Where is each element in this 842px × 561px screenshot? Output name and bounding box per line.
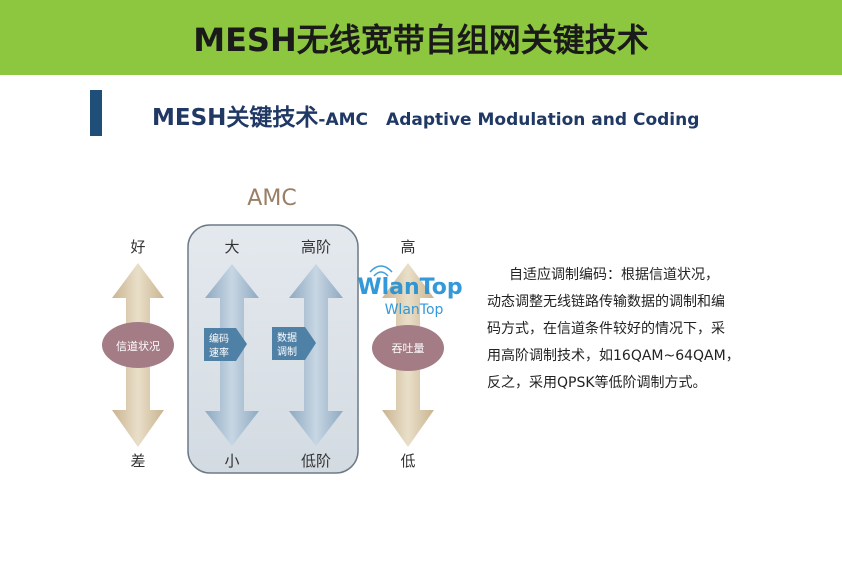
coding-rate-tag-line1: 编码 [209, 332, 229, 345]
coding-rate-tag [204, 328, 247, 361]
description-line: 码方式，在信道条件较好的情况下，采 [487, 321, 725, 337]
subtitle-suffix: -AMC [318, 110, 369, 130]
rate-axis-bottom-label: 小 [224, 452, 239, 470]
modulation-tag-line1: 数据 [277, 331, 297, 344]
watermark-text-secondary: WlanTop [385, 302, 444, 318]
title-banner: MESH无线宽带自组网关键技术 [0, 0, 842, 75]
amc-label: AMC [247, 186, 296, 211]
description-line: 用高阶调制技术，如16QAM~64QAM， [487, 348, 740, 364]
throughput-label: 吞吐量 [392, 342, 425, 355]
throughput-axis-top-label: 高 [400, 238, 415, 256]
description-line: 动态调整无线链路传输数据的调制和编 [487, 294, 725, 310]
modulation-tag [272, 327, 316, 360]
section-accent-bar [90, 90, 102, 136]
mod-axis-top-label: 高阶 [301, 238, 331, 256]
channel-status-oval [102, 322, 174, 368]
page-title: MESH无线宽带自组网关键技术 [193, 20, 649, 59]
section-subtitle: MESH关键技术 -AMC Adaptive Modulation and Co… [152, 98, 699, 136]
description-line: 反之，采用QPSK等低阶调制方式。 [487, 375, 707, 391]
subtitle-english: Adaptive Modulation and Coding [386, 110, 700, 130]
channel-axis-bottom-label: 差 [130, 452, 145, 470]
coding-rate-tag-line2: 速率 [209, 346, 229, 359]
subtitle-main: MESH关键技术 [152, 105, 319, 131]
description-line: 自适应调制编码：根据信道状况， [509, 267, 719, 283]
channel-status-label: 信道状况 [116, 339, 160, 353]
watermark-text-primary: WlanTop [357, 275, 462, 300]
throughput-axis-bottom-label: 低 [400, 452, 415, 470]
throughput-oval [372, 325, 444, 371]
mod-axis-bottom-label: 低阶 [301, 452, 331, 470]
modulation-order-arrow [289, 264, 343, 446]
amc-description: 自适应调制编码：根据信道状况， 动态调整无线链路传输数据的调制和编 码方式，在信… [487, 262, 745, 397]
channel-axis-top-label: 好 [130, 238, 145, 256]
rate-axis-top-label: 大 [224, 238, 239, 256]
watermark-signal-icon [369, 265, 393, 277]
modulation-tag-line2: 调制 [277, 345, 297, 358]
